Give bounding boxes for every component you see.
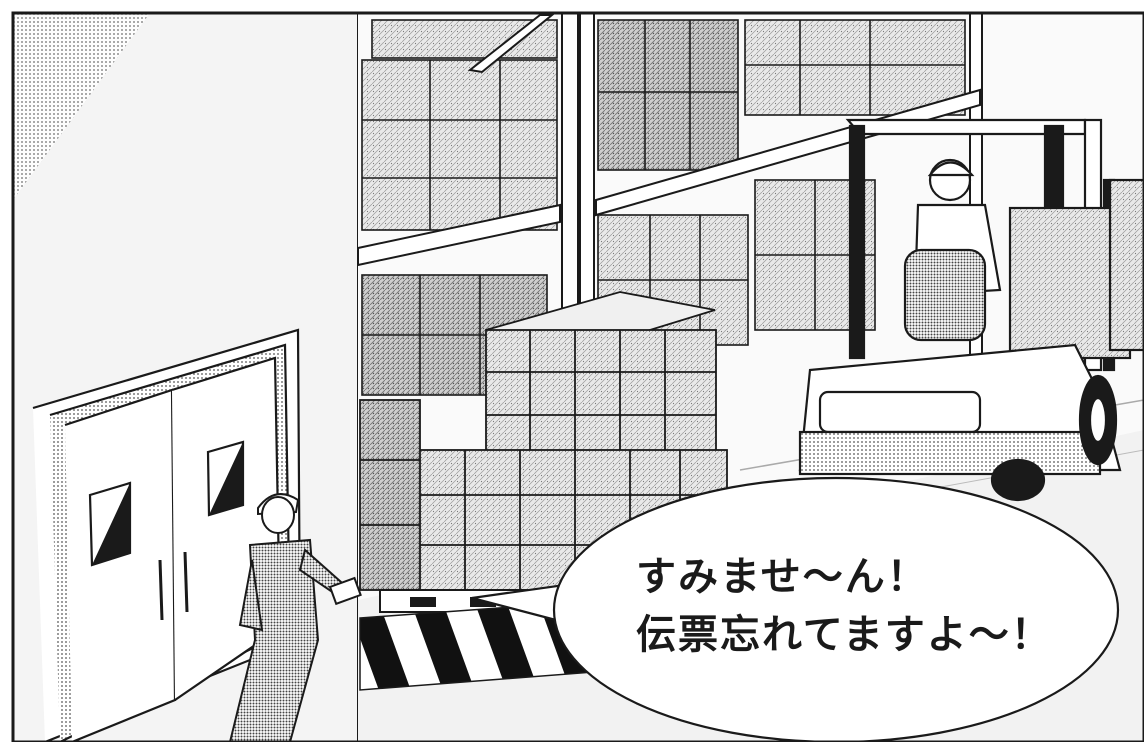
speech-line-1: すみませ〜ん！ [636, 554, 929, 600]
speech-line-2: 伝票忘れてますよ〜！ [636, 612, 1053, 658]
speech-bubble-text: すみませ〜ん！ 伝票忘れてますよ〜！ [636, 548, 1066, 664]
